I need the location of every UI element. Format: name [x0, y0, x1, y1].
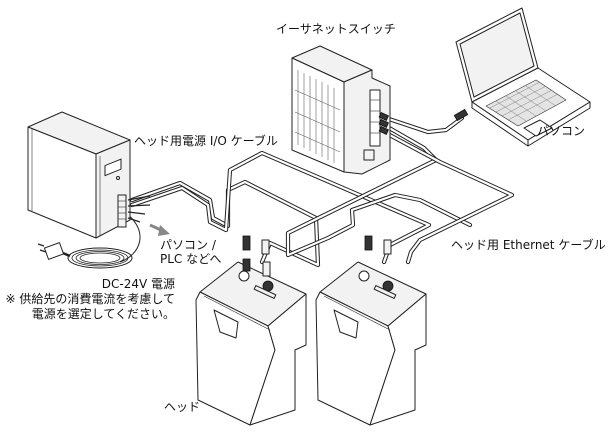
ethernet-switch-unit	[291, 45, 391, 175]
ethernet-switch-label: イーサネットスイッチ	[276, 22, 396, 36]
laptop-pc	[453, 7, 591, 147]
power-cord	[37, 212, 141, 269]
head-1-cable-connectors	[242, 235, 270, 255]
head-power-io-cable-label: ヘッド用電源 I/O ケーブル	[134, 134, 278, 148]
to-pc-plc-label-line1: パソコン /	[160, 238, 216, 252]
head-unit-2	[315, 235, 427, 426]
ethernet-cable-to-pc	[383, 115, 465, 135]
head-label: ヘッド	[164, 400, 201, 414]
switch-port-plugs	[378, 111, 390, 135]
head-unit-1	[195, 258, 307, 426]
power-supply-label: DC-24V 電源	[101, 277, 175, 291]
pc-label: パソコン	[537, 124, 586, 138]
power-supply-note-line1: ※ 供給先の消費電流を考慮して	[5, 292, 175, 306]
power-supply-note-line2: 電源を選定してください。	[31, 307, 175, 321]
terminal-block	[117, 194, 127, 228]
ethernet-cable-to-head-2	[381, 129, 515, 265]
to-pc-plc-label-line2: PLC などへ	[160, 252, 222, 266]
power-io-cable-to-head-2	[129, 150, 432, 265]
power-supply-unit	[27, 111, 151, 239]
head-ethernet-cable-label: ヘッド用 Ethernet ケーブル	[451, 238, 606, 252]
output-arrow-icon	[149, 223, 170, 236]
